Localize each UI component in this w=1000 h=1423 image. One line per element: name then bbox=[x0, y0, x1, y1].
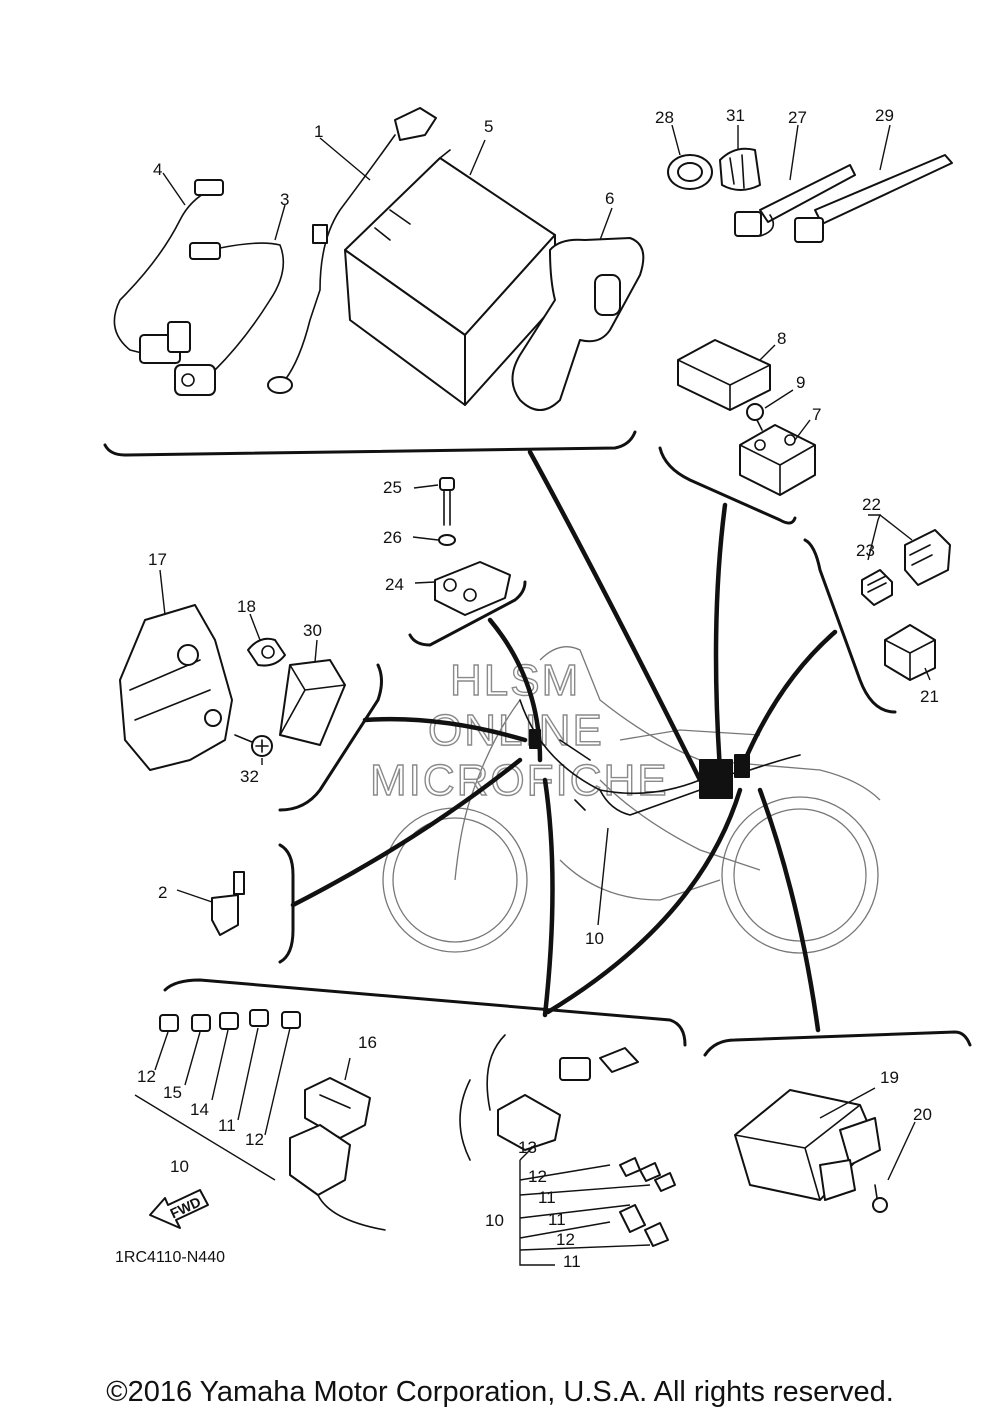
callout-4: 4 bbox=[153, 160, 162, 179]
bracket-clip-18 bbox=[247, 613, 286, 667]
watermark: HLSM ONLINE MICROFICHE bbox=[369, 655, 667, 805]
sensor-2 bbox=[176, 871, 245, 936]
callout-24: 24 bbox=[385, 575, 404, 594]
forward-arrow: FWD bbox=[149, 1189, 209, 1229]
bracket-regulator-group bbox=[703, 1030, 972, 1057]
bracket-relay-group bbox=[658, 446, 797, 525]
sensor-lead-3 bbox=[174, 204, 286, 396]
callout-12c: 12 bbox=[528, 1167, 547, 1186]
callout-1: 1 bbox=[314, 122, 323, 141]
callout-27: 27 bbox=[788, 108, 807, 127]
callout-23: 23 bbox=[856, 541, 875, 560]
callout-5: 5 bbox=[484, 117, 493, 136]
callout-2: 2 bbox=[158, 883, 167, 902]
bracket-sensor-group bbox=[278, 843, 295, 964]
clamp-28 bbox=[667, 124, 713, 190]
callout-11b: 11 bbox=[538, 1188, 556, 1207]
bracket-connector-group bbox=[803, 538, 897, 714]
bracket-ecu-group bbox=[278, 663, 383, 812]
callout-6: 6 bbox=[605, 189, 614, 208]
callout-10c: 10 bbox=[485, 1211, 504, 1230]
callout-7: 7 bbox=[812, 405, 821, 424]
diagram-code: 1RC4110-N440 bbox=[115, 1249, 225, 1266]
callout-21: 21 bbox=[920, 687, 939, 706]
relay-cover-8 bbox=[677, 339, 776, 411]
callout-30: 30 bbox=[303, 621, 322, 640]
bolt-9 bbox=[746, 389, 794, 431]
ecu-bracket-17 bbox=[119, 569, 233, 771]
bracket-bolt-group bbox=[408, 580, 527, 647]
callout-25: 25 bbox=[383, 478, 402, 497]
callout-15: 15 bbox=[163, 1083, 182, 1102]
callout-10a: 10 bbox=[585, 929, 604, 948]
bracket-battery-group bbox=[103, 430, 637, 457]
callout-numbers: 1 2 3 4 5 6 7 8 9 10 10 10 11 11 11 11 1… bbox=[137, 106, 939, 1271]
callout-3: 3 bbox=[280, 190, 289, 209]
callout-28: 28 bbox=[655, 108, 674, 127]
battery-cable-1 bbox=[267, 107, 437, 394]
watermark-line-2: ONLINE bbox=[428, 706, 604, 755]
copyright-notice: ©2016 Yamaha Motor Corporation, U.S.A. A… bbox=[106, 1376, 894, 1408]
callout-9: 9 bbox=[796, 373, 805, 392]
connectors-21-22-23 bbox=[861, 514, 951, 681]
watermark-line-1: HLSM bbox=[450, 656, 580, 705]
callout-10b: 10 bbox=[170, 1157, 189, 1176]
cable-tie-29 bbox=[794, 124, 953, 243]
harness-routing-lines bbox=[290, 449, 838, 1033]
battery-5 bbox=[344, 139, 556, 406]
callout-20: 20 bbox=[913, 1105, 932, 1124]
forward-arrow-label: FWD bbox=[168, 1193, 204, 1221]
callout-26: 26 bbox=[383, 528, 402, 547]
fuse-box bbox=[289, 1124, 386, 1231]
screw-32 bbox=[234, 734, 273, 765]
callout-18: 18 bbox=[237, 597, 256, 616]
callout-11d: 11 bbox=[563, 1252, 581, 1271]
callout-19: 19 bbox=[880, 1068, 899, 1087]
callout-12a: 12 bbox=[137, 1067, 156, 1086]
bracket-fuse-group bbox=[163, 978, 687, 1047]
clamp-31 bbox=[719, 125, 761, 191]
callout-12d: 12 bbox=[556, 1230, 575, 1249]
ecu-30 bbox=[279, 639, 346, 746]
callout-22: 22 bbox=[862, 495, 881, 514]
callout-31: 31 bbox=[726, 106, 745, 125]
screw-20 bbox=[872, 1121, 916, 1213]
regulator-19 bbox=[734, 1087, 881, 1201]
fuse-box-cover-16 bbox=[304, 1057, 371, 1139]
callout-13: 13 bbox=[518, 1138, 537, 1157]
bolt-washer-bracket bbox=[412, 477, 511, 616]
callout-16: 16 bbox=[358, 1033, 377, 1052]
connector-group-13 bbox=[459, 1034, 676, 1266]
wire-harness bbox=[519, 699, 801, 926]
battery-band-6 bbox=[511, 207, 645, 411]
sensor-lead-4 bbox=[113, 172, 224, 364]
callout-8: 8 bbox=[777, 329, 786, 348]
callout-17: 17 bbox=[148, 550, 167, 569]
callout-29: 29 bbox=[875, 106, 894, 125]
callout-32: 32 bbox=[240, 767, 259, 786]
callout-14: 14 bbox=[190, 1100, 209, 1119]
callout-11a: 11 bbox=[218, 1116, 236, 1135]
starter-relay-7 bbox=[739, 419, 816, 496]
callout-11c: 11 bbox=[548, 1210, 566, 1229]
fuse-row bbox=[134, 1009, 301, 1181]
cable-tie-27 bbox=[734, 124, 856, 237]
group-brackets bbox=[103, 430, 972, 1057]
callout-12b: 12 bbox=[245, 1130, 264, 1149]
motorcycle-outline bbox=[382, 646, 881, 954]
